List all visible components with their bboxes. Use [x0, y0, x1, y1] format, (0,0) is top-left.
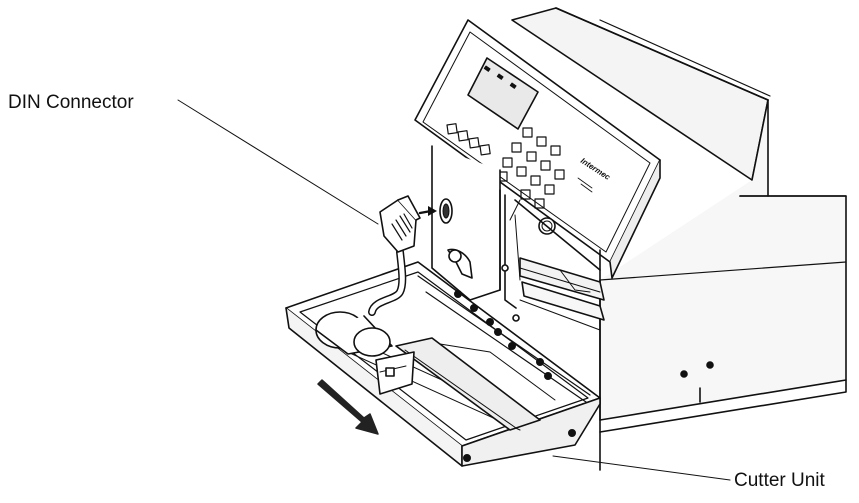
keypad	[497, 127, 565, 209]
printer-body	[511, 7, 847, 471]
connector-arrow-icon	[418, 206, 437, 216]
din-socket	[439, 198, 453, 224]
din-connector-leader	[177, 99, 379, 225]
din-cable	[368, 195, 421, 316]
slide-out-arrow-icon	[317, 379, 379, 435]
lcd-display	[467, 57, 539, 130]
operator-panel: Intermec	[414, 19, 661, 279]
printer-front	[431, 145, 605, 421]
function-keys	[446, 123, 491, 156]
din-connector-label: DIN Connector	[8, 92, 134, 113]
led-indicators	[483, 65, 517, 89]
leader-lines	[177, 99, 731, 481]
cutter-unit-leader	[552, 455, 731, 481]
cutter-unit	[285, 261, 601, 467]
cutter-unit-label: Cutter Unit	[734, 470, 825, 491]
